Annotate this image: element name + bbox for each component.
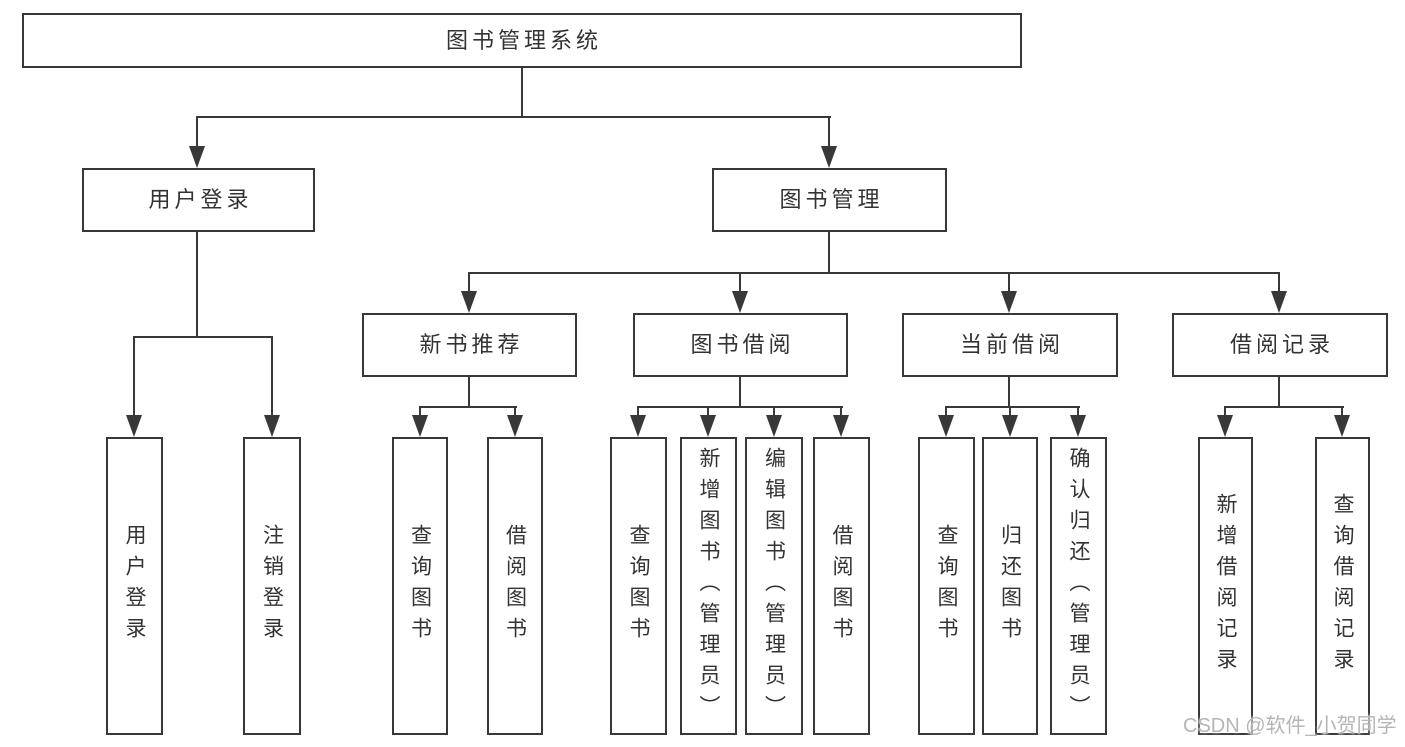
- node-label: 查询借阅记录: [1331, 493, 1354, 679]
- arrow-down-icon: [1001, 291, 1017, 313]
- node-label: 查询图书: [408, 524, 432, 648]
- arrow-down-icon: [766, 415, 782, 437]
- arrow-down-icon: [1070, 415, 1086, 437]
- node-add-borrow-record: 新增借阅记录: [1198, 437, 1253, 735]
- csdn-watermark: CSDN @软件_小贺同学: [1183, 715, 1397, 737]
- connector-line: [468, 272, 470, 296]
- connector-line: [828, 232, 830, 274]
- node-label: 图书管理: [779, 187, 884, 212]
- node-query-borrow-record: 查询借阅记录: [1315, 437, 1370, 735]
- node-borrowing-records: 借阅记录: [1172, 313, 1388, 377]
- connector-line: [707, 406, 709, 418]
- node-add-books-admin: 新增图书（管理员）: [680, 437, 737, 735]
- node-edit-books-admin: 编辑图书（管理员）: [745, 437, 803, 735]
- connector-line: [1009, 406, 1011, 418]
- arrow-down-icon: [1334, 415, 1350, 437]
- connector-line: [521, 68, 523, 117]
- node-label: 新书推荐: [419, 332, 524, 357]
- connector-line: [133, 336, 135, 416]
- node-return-books: 归还图书: [982, 437, 1038, 735]
- node-label: 归还图书: [998, 524, 1022, 648]
- connector-line: [468, 272, 1280, 274]
- connector-line: [773, 406, 775, 418]
- node-book-borrowing: 图书借阅: [633, 313, 848, 377]
- arrow-down-icon: [1002, 415, 1018, 437]
- arrow-down-icon: [507, 415, 523, 437]
- arrow-down-icon: [189, 146, 205, 168]
- node-label: 借阅图书: [503, 524, 527, 648]
- node-label: 新增借阅记录: [1214, 493, 1237, 679]
- node-query-books-borrowing: 查询图书: [610, 437, 667, 735]
- connector-line: [196, 232, 198, 338]
- connector-line: [945, 406, 947, 418]
- node-borrow-books-recommend: 借阅图书: [487, 437, 543, 735]
- node-label: 查询图书: [935, 524, 958, 648]
- node-logout: 注销登录: [243, 437, 301, 735]
- node-label: 注销登录: [260, 524, 284, 648]
- arrow-down-icon: [732, 291, 748, 313]
- connector-line: [514, 406, 516, 418]
- connector-line: [739, 272, 741, 296]
- arrow-down-icon: [1217, 415, 1233, 437]
- connector-line: [133, 336, 273, 338]
- arrow-down-icon: [1271, 291, 1287, 313]
- arrow-down-icon: [938, 415, 954, 437]
- node-confirm-return-admin: 确认归还（管理员）: [1050, 437, 1107, 735]
- connector-line: [1008, 272, 1010, 296]
- connector-line: [637, 406, 639, 418]
- connector-line: [637, 406, 843, 408]
- node-label: 确认归还（管理员）: [1067, 446, 1090, 726]
- node-label: 用户登录: [148, 187, 253, 212]
- connector-line: [828, 116, 830, 148]
- node-label: 当前借阅: [959, 332, 1064, 357]
- connector-line: [739, 377, 741, 408]
- arrow-down-icon: [700, 415, 716, 437]
- node-label: 借阅图书: [830, 524, 853, 648]
- connector-line: [196, 116, 198, 148]
- node-query-books-current: 查询图书: [918, 437, 975, 735]
- node-label: 借阅记录: [1229, 332, 1334, 357]
- node-query-books-recommend: 查询图书: [392, 437, 448, 735]
- arrow-down-icon: [126, 415, 142, 437]
- node-user-login-action: 用户登录: [106, 437, 163, 735]
- node-label: 查询图书: [627, 524, 650, 648]
- connector-line: [1077, 406, 1079, 418]
- node-user-login: 用户登录: [82, 168, 315, 232]
- connector-line: [840, 406, 842, 418]
- node-borrow-books: 借阅图书: [813, 437, 870, 735]
- node-label: 用户登录: [123, 524, 146, 648]
- connector-line: [468, 377, 470, 408]
- arrow-down-icon: [264, 415, 280, 437]
- node-label: 编辑图书（管理员）: [762, 446, 786, 726]
- node-library-management-system: 图书管理系统: [22, 13, 1022, 68]
- connector-line: [271, 336, 273, 416]
- connector-line: [196, 116, 831, 118]
- connector-line: [1224, 406, 1226, 418]
- connector-line: [419, 406, 421, 418]
- arrow-down-icon: [461, 291, 477, 313]
- node-label: 新增图书（管理员）: [697, 446, 720, 726]
- connector-line: [1224, 406, 1344, 408]
- connector-line: [1278, 377, 1280, 408]
- node-current-borrowing: 当前借阅: [902, 313, 1118, 377]
- connector-line: [1008, 377, 1010, 408]
- connector-line: [419, 406, 517, 408]
- node-label: 图书借阅: [690, 332, 795, 357]
- node-book-management: 图书管理: [712, 168, 947, 232]
- arrow-down-icon: [630, 415, 646, 437]
- node-label: 图书管理系统: [445, 27, 602, 53]
- arrow-down-icon: [412, 415, 428, 437]
- connector-line: [945, 406, 1080, 408]
- connector-line: [1278, 272, 1280, 296]
- connector-line: [1341, 406, 1343, 418]
- arrow-down-icon: [833, 415, 849, 437]
- arrow-down-icon: [821, 146, 837, 168]
- node-new-book-recommendation: 新书推荐: [362, 313, 577, 377]
